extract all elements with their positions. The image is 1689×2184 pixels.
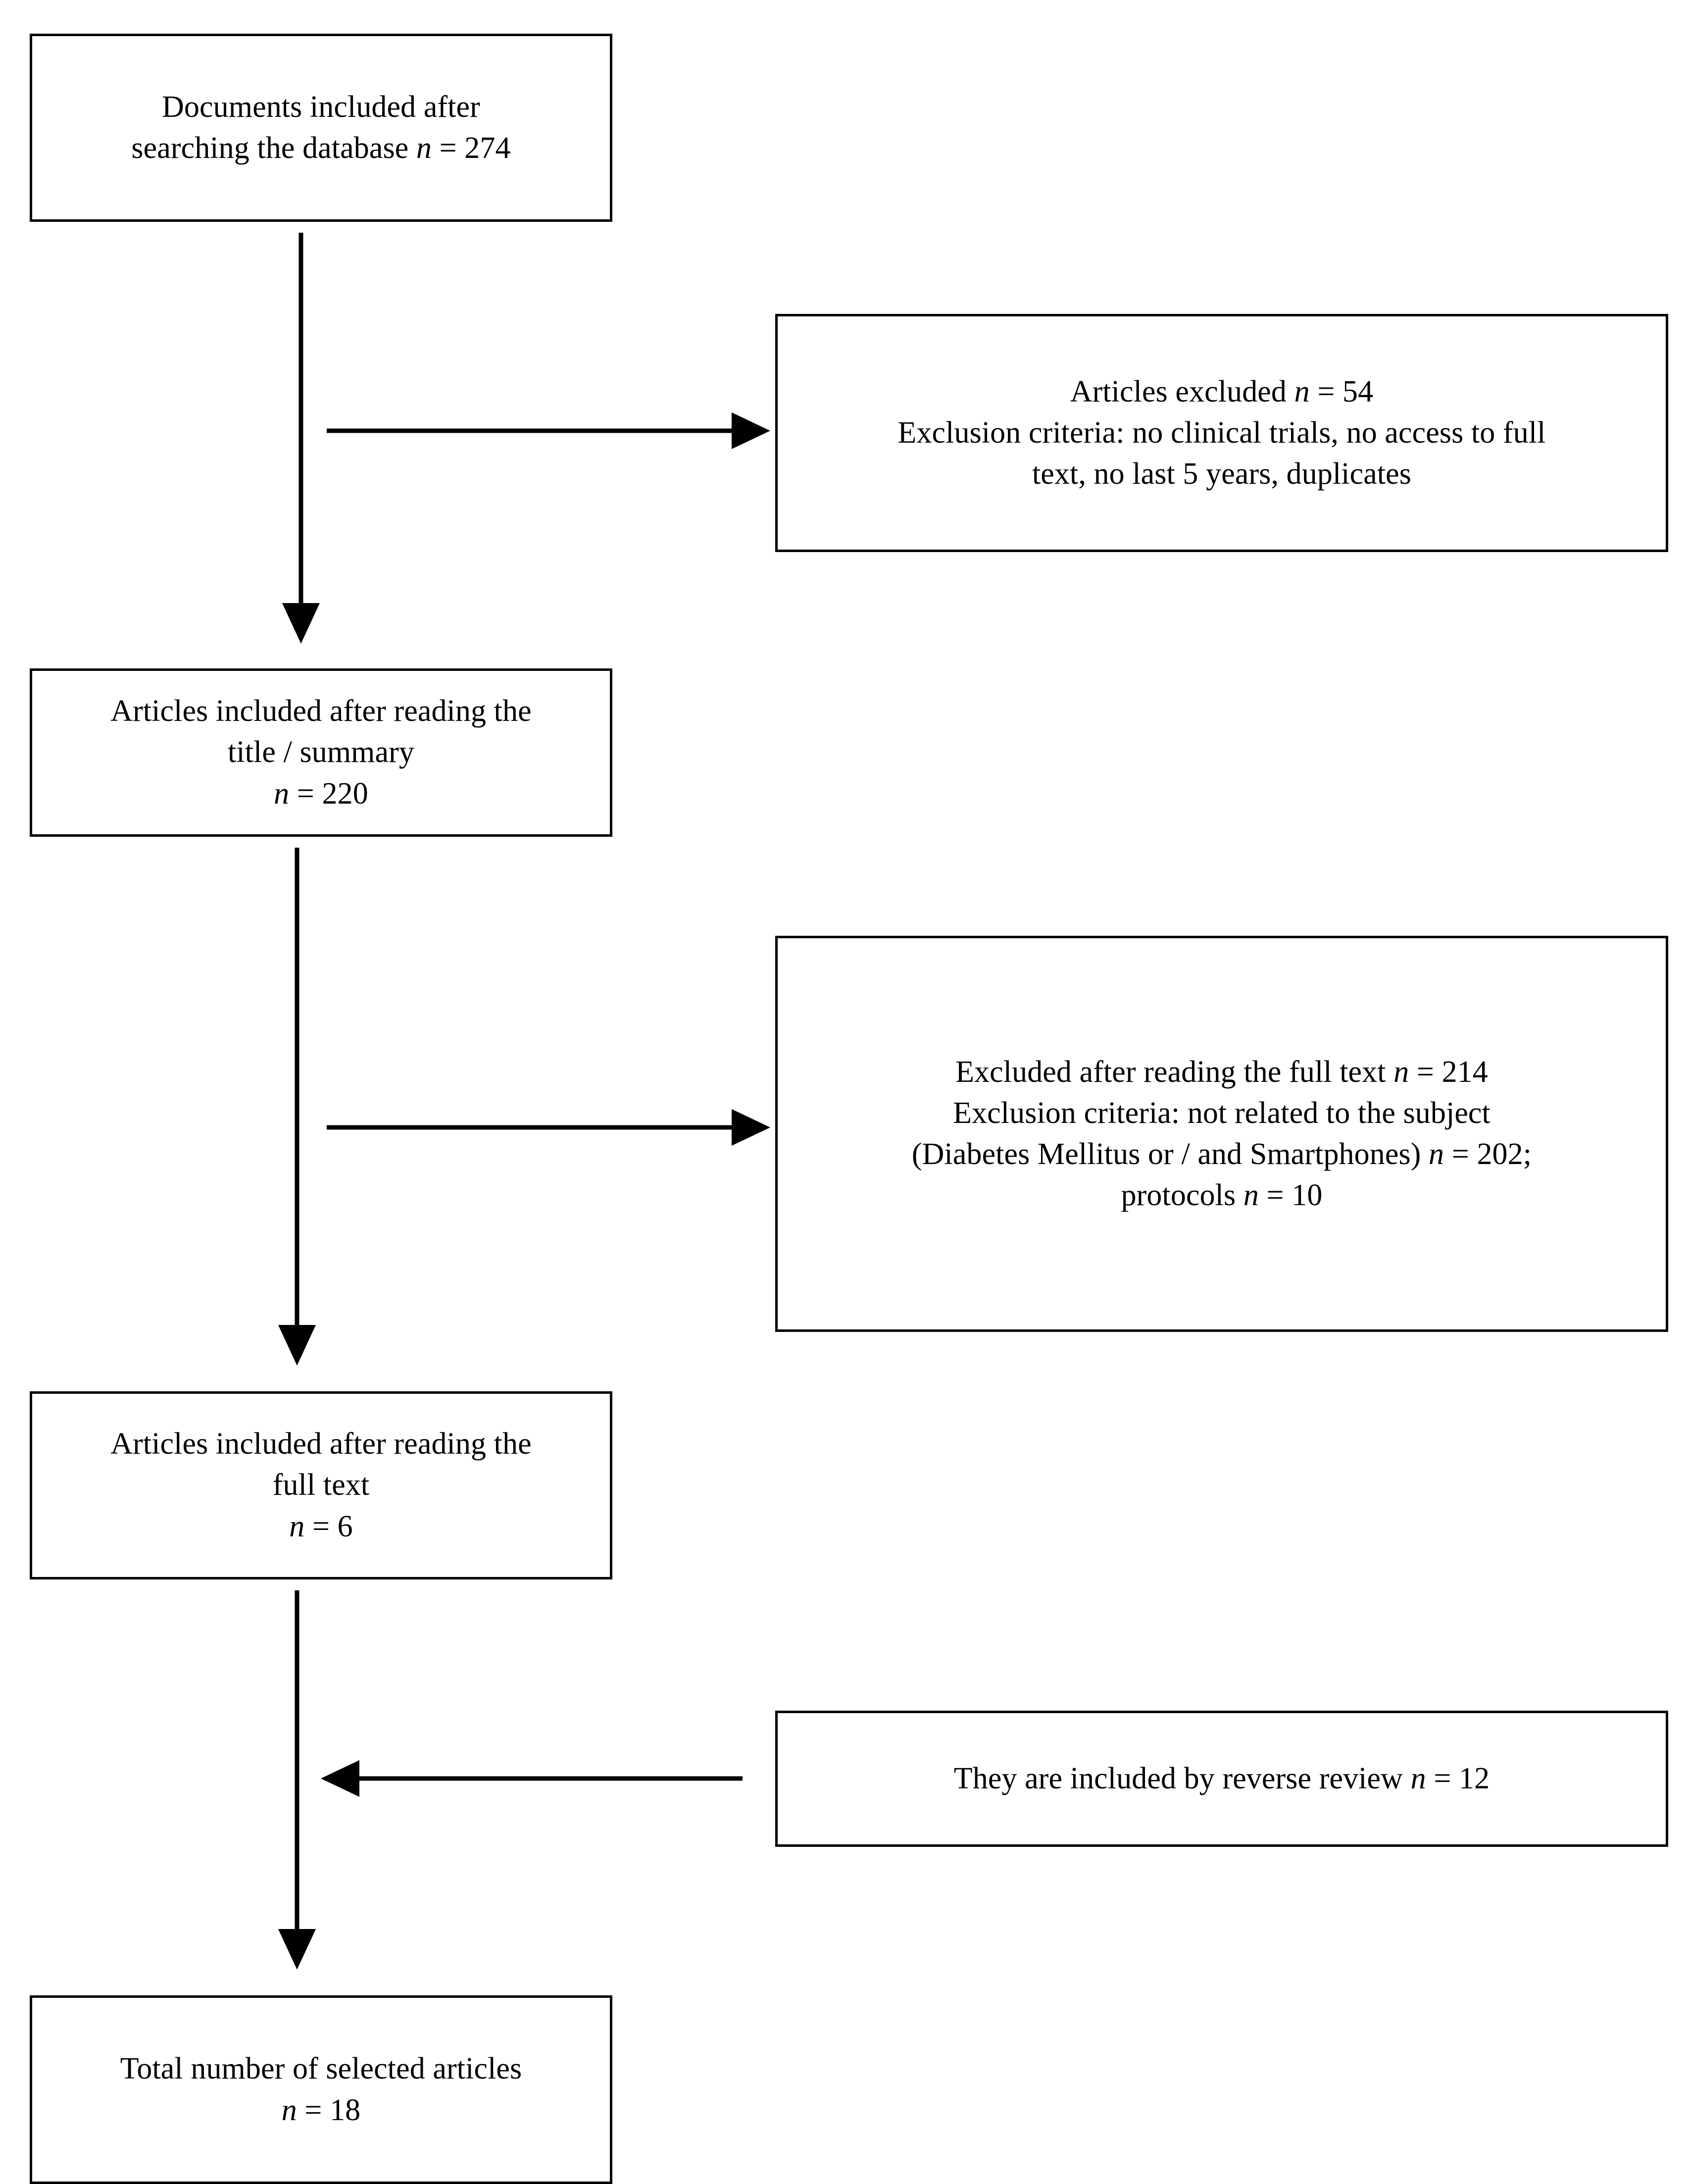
arrow-branch-to-excluded-title bbox=[327, 412, 770, 449]
arrow-reverse-review-into-flow bbox=[321, 1760, 743, 1797]
node-reverse-review-text: They are included by reverse review n = … bbox=[953, 1761, 1490, 1795]
arrow-title-screen-to-fulltext-included bbox=[278, 848, 316, 1366]
node-excluded-after-full-text: Excluded after reading the full text n =… bbox=[775, 936, 1668, 1332]
node-reverse-review: They are included by reverse review n = … bbox=[775, 1711, 1668, 1847]
arrow-fulltext-included-to-total bbox=[278, 1590, 316, 1970]
node-excluded-after-full-text-text: Excluded after reading the full text n =… bbox=[911, 1055, 1532, 1213]
arrow-branch-to-excluded-fulltext bbox=[327, 1109, 770, 1146]
arrow-identification-to-title-screen bbox=[282, 233, 320, 644]
